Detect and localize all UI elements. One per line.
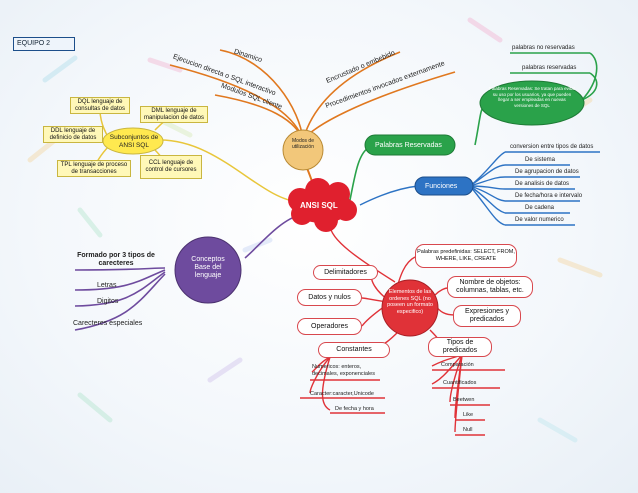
- subconjunto-ddl: DDL lenguaje de definicio de datos: [43, 126, 103, 143]
- central-node[interactable]: [288, 178, 357, 232]
- concepto-digitos: Digitos: [97, 298, 119, 305]
- modos-branches: [169, 49, 456, 141]
- elemento-expresiones: Expresiones y predicados: [453, 305, 521, 327]
- constante-numericos: Numericos: enteros, decimales, exponenci…: [312, 364, 375, 377]
- funciones-node[interactable]: [414, 176, 474, 196]
- subconjuntos-node[interactable]: [102, 127, 164, 155]
- elemento-predefinidas: Palabras predefinidas: SELECT, FROM, WHE…: [415, 244, 517, 268]
- subconjunto-dql: DQL lenguaje de consultas de datos: [70, 97, 130, 114]
- conceptos-formado: Formado por 3 tipos de carecteres: [77, 252, 155, 267]
- modos-node[interactable]: [282, 129, 324, 171]
- funcion-agrupacion: De agrupacion de datos: [515, 169, 579, 175]
- palabras-reservadas: palabras reservadas: [522, 65, 577, 71]
- elementos-node[interactable]: [381, 279, 439, 337]
- funciones-connectors: [359, 151, 600, 226]
- palabras-connectors: [349, 52, 598, 201]
- predicado-comparacion: Comparación: [441, 362, 474, 368]
- tipos-predicados-node: Tipos de predicados: [428, 337, 492, 357]
- concepto-letras: Letras: [97, 282, 117, 289]
- subconjuntos-label: Subconjuntos de ANSI SQL: [109, 134, 159, 149]
- funcion-conversion: conversion entre tipos de datos: [510, 144, 594, 150]
- concepto-especiales: Carecteres especiales: [73, 320, 143, 327]
- funcion-valor-numerico: De valor numerico: [515, 217, 564, 223]
- elemento-operadores: Operadores: [297, 318, 362, 335]
- subconjunto-dml: DML lenguaje de manipulacion de datos: [140, 106, 208, 123]
- elemento-delimitadores: Delimitadores: [313, 265, 378, 280]
- funcion-fecha: De fecha/hora e intervalo: [515, 193, 583, 199]
- predicado-cuantificados: Cuantificados: [443, 380, 477, 386]
- funcion-sistema: De sistema: [525, 157, 556, 163]
- palabras-note: Palabras Reservadas: Se tratan para evit…: [488, 86, 576, 108]
- funcion-cadena: De cadena: [525, 205, 555, 211]
- constante-fecha: De fecha y hora: [335, 406, 374, 412]
- constantes-node: Constantes: [318, 342, 390, 358]
- team-label: EQUIPO 2: [13, 37, 75, 51]
- funciones-label: Funciones: [425, 183, 458, 190]
- subconjunto-tpl: TPL lenguaje de proceso de transacciones: [57, 160, 131, 177]
- modos-label: Modos de utilización: [292, 138, 314, 150]
- elementos-label: Elementos de las ordenes SQL (no poseen …: [387, 289, 433, 315]
- funcion-analisis: De analisis de datos: [515, 181, 570, 187]
- elemento-objetos: Nombre de objetos: columnas, tablas, etc…: [447, 276, 533, 298]
- predicado-null: Null: [463, 427, 473, 433]
- palabras-node[interactable]: [364, 134, 456, 156]
- central-label: ANSI SQL: [300, 201, 338, 210]
- palabras-note-bubble: [479, 80, 585, 126]
- palabras-label: Palabras Reservadas: [375, 142, 442, 149]
- palabras-no-reservadas: palabras no reservadas: [512, 45, 575, 51]
- conceptos-node[interactable]: [174, 236, 242, 304]
- predicado-beetwen: Beetwen: [453, 397, 475, 403]
- constante-caracter: Caracter:caracter,Unicode: [310, 391, 374, 397]
- predicado-like: Like: [463, 412, 474, 418]
- conceptos-label: Conceptos Base del lenguaje: [191, 256, 225, 279]
- subconjunto-ccl: CCL lenguaje de control de cursores: [140, 155, 202, 179]
- elemento-datos-nulos: Datos y nulos: [297, 289, 362, 306]
